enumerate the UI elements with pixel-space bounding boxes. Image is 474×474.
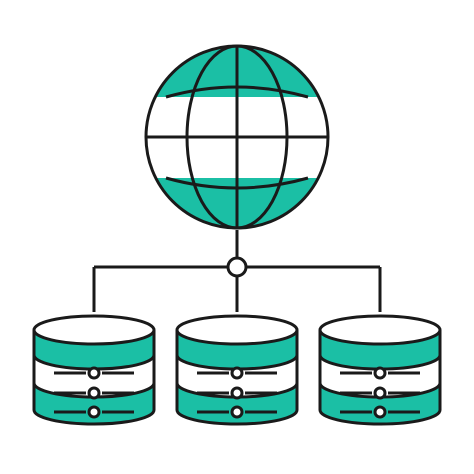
server-top-lid [32,314,156,346]
server-stacks [32,314,442,426]
server-indicator-light [230,386,244,400]
globe-parallel-north [165,85,309,99]
server-bottom-rim [32,409,156,426]
globe-icon [144,44,330,230]
server-indicator-light [87,366,101,380]
server-indicator-light [373,405,387,419]
network-connectors [92,230,382,312]
server-top-lid [175,314,299,346]
server-indicator-light [87,405,101,419]
server-stack-right [318,314,442,426]
server-indicator-light [230,366,244,380]
server-indicator-light [230,405,244,419]
server-bottom-rim [318,409,442,426]
globe-parallel-south [165,176,309,190]
server-top-lid [318,314,442,346]
server-stack-center [175,314,299,426]
server-indicator-light [373,386,387,400]
server-stack-left [32,314,156,426]
server-bottom-rim [175,409,299,426]
server-indicator-light [373,366,387,380]
network-hub-node [226,256,248,278]
server-indicator-light [87,386,101,400]
